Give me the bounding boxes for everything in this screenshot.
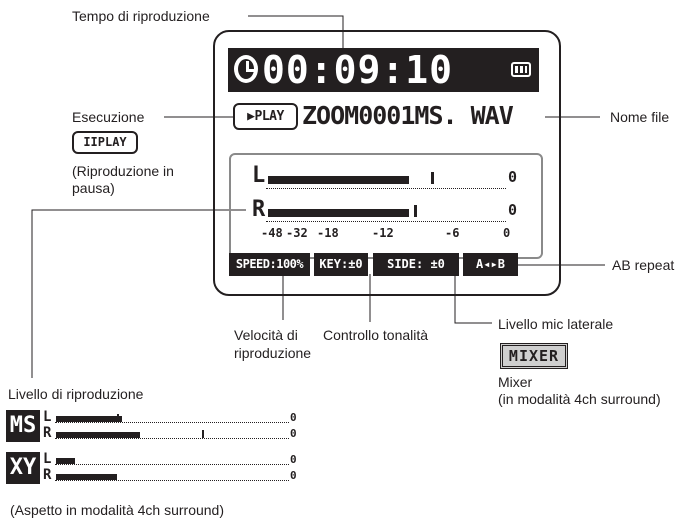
scale-tick: -6 <box>445 226 460 240</box>
ms-l-bar <box>56 416 122 422</box>
scale-tick: -18 <box>317 226 339 240</box>
scale-tick: -32 <box>286 226 308 240</box>
xy-l-label: L <box>43 451 52 467</box>
ms-l-clip: 0 <box>290 411 297 424</box>
meter-l-bar <box>268 176 409 184</box>
ms-r-bar <box>56 432 140 438</box>
meter-r-clip: 0 <box>508 201 518 219</box>
xy-r-clip: 0 <box>290 469 297 482</box>
clock-icon <box>234 55 258 83</box>
livello-label: Livello di riproduzione <box>8 386 144 402</box>
side-status: SIDE: ±0 <box>373 253 459 276</box>
aspetto-caption: (Aspetto in modalità 4ch surround) <box>10 502 224 518</box>
ms-l-peak <box>117 414 119 422</box>
meter-l-track <box>266 184 506 189</box>
mixer-label: Mixer <box>498 374 533 390</box>
mixer-mode-label: (in modalità 4ch surround) <box>498 391 661 407</box>
xy-l-clip: 0 <box>290 453 297 466</box>
velocita-label-line1: Velocità di <box>234 327 298 343</box>
xy-l-track <box>55 464 289 465</box>
tempo-leader <box>248 15 344 56</box>
tempo-label: Tempo di riproduzione <box>72 8 210 24</box>
meter-r-bar <box>268 209 409 217</box>
level-meter-box <box>229 153 543 259</box>
ab-repeat-status: A◂▸B <box>463 253 518 276</box>
pause-status-icon: IIPLAY <box>72 131 138 154</box>
scale-tick: -48 <box>261 226 283 240</box>
ms-l-track <box>55 422 289 423</box>
scale-tick: -12 <box>372 226 394 240</box>
ms-badge: MS <box>6 410 40 442</box>
xy-badge: XY <box>6 452 40 484</box>
meter-l-label: L <box>252 163 266 188</box>
meter-l-peak <box>431 172 434 184</box>
velocita-label-line2: riproduzione <box>234 345 312 361</box>
key-status: KEY:±0 <box>314 253 368 276</box>
ms-r-clip: 0 <box>290 427 297 440</box>
pausa-desc-line1: (Riproduzione in <box>72 163 174 179</box>
ms-l-label: L <box>43 409 52 425</box>
battery-icon <box>511 62 531 77</box>
playback-time: 00:09:10 <box>262 48 454 92</box>
nome-file-label: Nome file <box>610 109 670 125</box>
pausa-desc-line2: pausa) <box>72 180 115 196</box>
play-status-icon: ▶PLAY <box>233 103 298 130</box>
mic-laterale-label: Livello mic laterale <box>498 316 614 332</box>
meter-r-peak <box>414 205 417 217</box>
livello-leader <box>31 209 246 378</box>
file-name: ZOOM0001MS. WAV <box>302 101 514 130</box>
ms-r-label: R <box>43 425 52 441</box>
tonalita-label: Controllo tonalità <box>323 327 429 343</box>
meter-r-track <box>266 217 506 222</box>
ms-r-peak <box>202 430 204 438</box>
xy-r-label: R <box>43 467 52 483</box>
ab-repeat-label: AB repeat <box>612 257 675 273</box>
time-bar <box>228 48 539 92</box>
meter-l-clip: 0 <box>508 168 518 186</box>
mixer-icon: MIXER <box>500 343 568 369</box>
xy-l-bar <box>56 458 75 464</box>
meter-r-label: R <box>252 197 266 222</box>
xy-r-bar <box>56 474 117 480</box>
scale-tick: 0 <box>503 226 511 240</box>
speed-status: SPEED:100% <box>229 253 310 276</box>
mic-laterale-leader <box>454 274 492 324</box>
ms-r-track <box>55 438 289 439</box>
device-screen-frame <box>213 30 561 296</box>
esecuzione-label: Esecuzione <box>72 109 145 125</box>
xy-r-track <box>55 480 289 481</box>
